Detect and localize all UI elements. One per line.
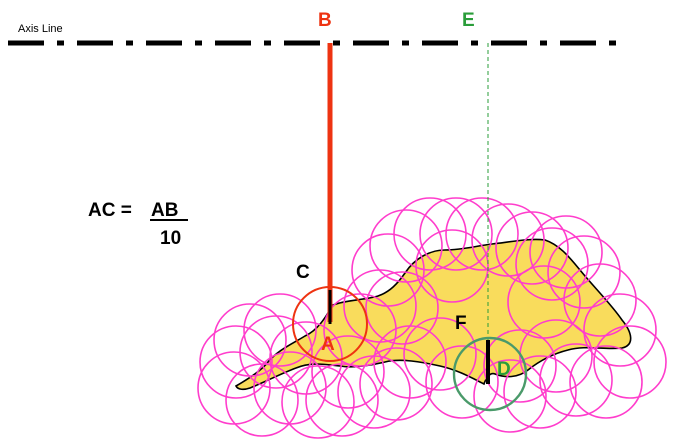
atom-sphere [425,345,499,419]
atom-sphere [415,229,489,303]
axis-line-label: Axis Line [18,23,63,35]
atom-sphere [225,363,299,437]
atom-sphere [197,351,271,425]
formula-numerator: AB [151,200,178,221]
atom-sphere [239,315,313,389]
atom-sphere [583,293,657,367]
label-e: E [462,10,475,31]
atom-sphere [507,265,581,339]
atom-sphere [243,293,317,367]
atom-sphere [569,345,643,419]
atom-sphere [365,271,439,345]
atom-sphere [445,197,519,271]
atom-sphere [547,235,621,309]
atom-sphere [563,263,637,337]
atom-spheres [197,197,667,439]
atom-sphere [483,329,557,403]
label-b: B [318,10,332,31]
atom-sphere [199,325,273,399]
atom-sphere [593,325,667,399]
atom-sphere [503,355,577,429]
formula: AC = AB 10 [88,200,188,249]
atom-sphere [471,203,545,277]
atom-sphere [305,363,379,437]
label-a: A [321,334,335,355]
red-probe-circle [292,286,368,362]
atom-sphere [393,197,467,271]
formula-lhs: AC = [88,200,132,221]
label-c: C [296,262,310,283]
atom-sphere [473,359,547,433]
green-probe-circle [452,336,528,412]
atom-sphere [403,317,477,391]
label-d: D [497,359,511,380]
atom-sphere [419,197,493,271]
atom-sphere [495,211,569,285]
formula-denominator: 10 [160,228,181,249]
atom-sphere [369,209,443,283]
atom-sphere [539,343,613,417]
atom-sphere [337,355,411,429]
atom-sphere [311,335,385,409]
atom-sphere [515,227,589,301]
label-f: F [455,313,467,334]
atom-sphere [281,365,355,439]
atom-sphere [323,293,397,367]
